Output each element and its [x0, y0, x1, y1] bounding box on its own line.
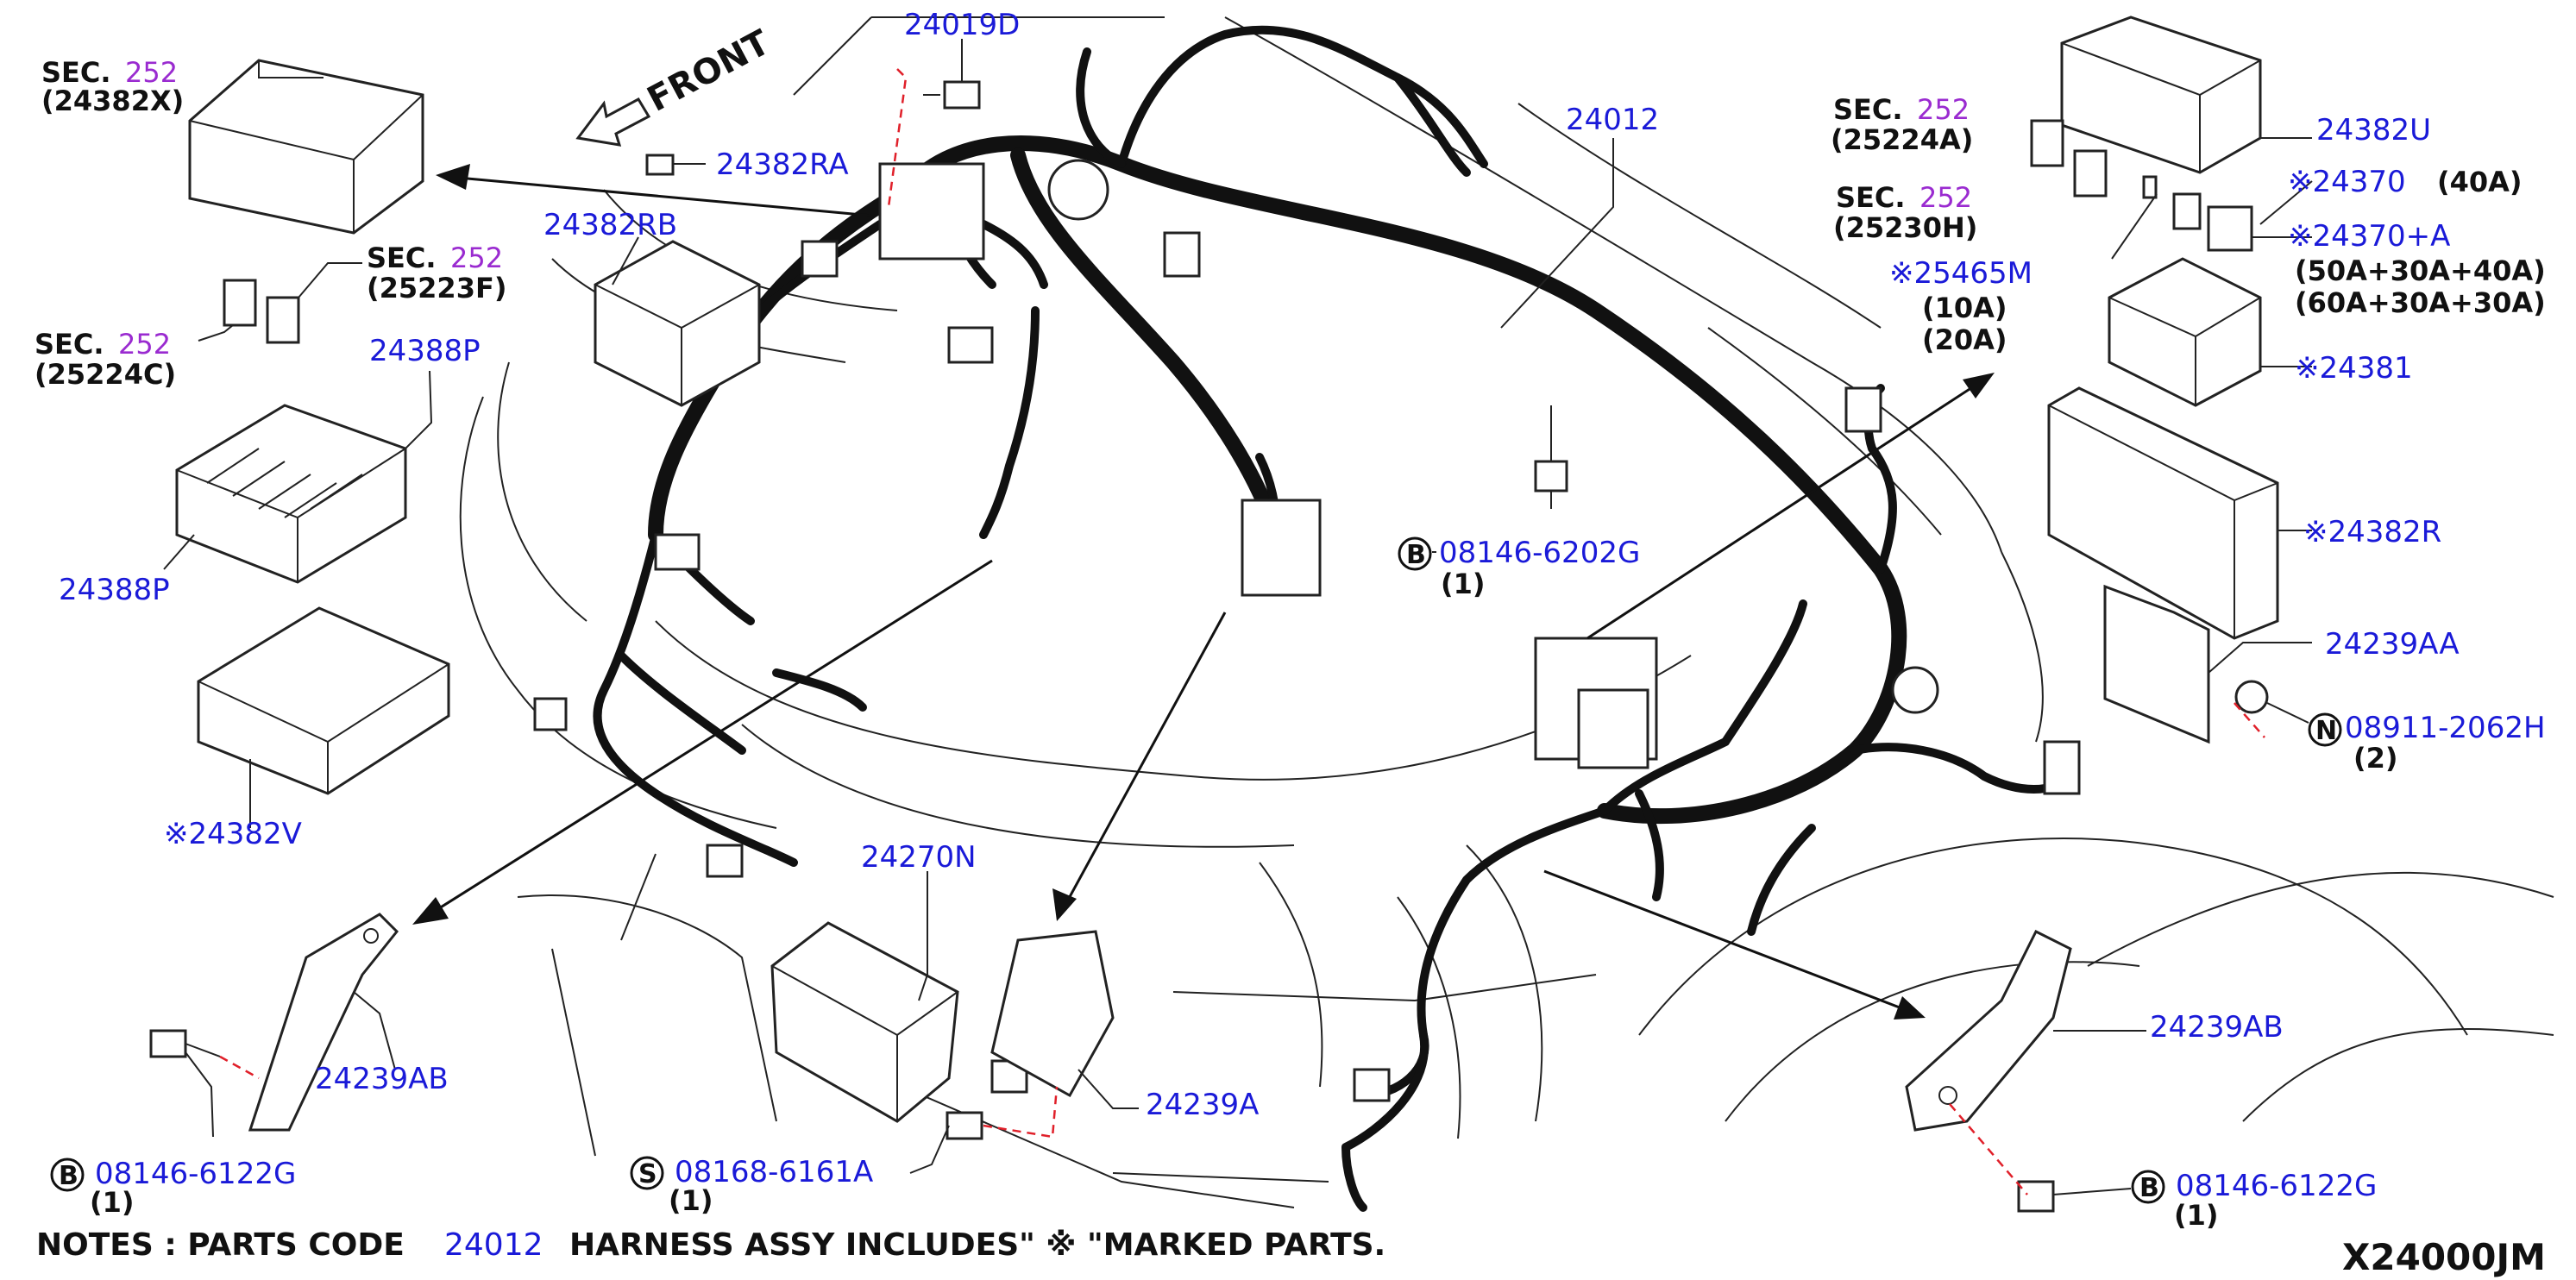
bracket-24239AB-left — [248, 913, 399, 1132]
label-24382RB: 24382RB — [543, 208, 677, 242]
sec-number-25230H: 252 — [1919, 181, 1972, 214]
label-24382RA: 24382RA — [716, 147, 849, 182]
label-08146-6202G: 08146-6202G — [1439, 536, 1640, 570]
amp-24370A-1: (50A+30A+40A) — [2295, 254, 2546, 287]
label-24239AB-left: 24239AB — [315, 1062, 449, 1096]
notes-parts-code: 24012 — [444, 1227, 543, 1263]
sec-label-25224A: SEC. — [1833, 93, 1903, 126]
label-24370A: ※24370+A — [2288, 219, 2450, 254]
circle-N-letter: N — [2315, 716, 2337, 746]
leader-lines — [163, 39, 2313, 1195]
fastener-line-left — [219, 1055, 260, 1080]
sec-ref-25224C: (25224C) — [35, 358, 176, 391]
label-24370: ※24370 — [2288, 165, 2406, 199]
label-24382V: ※24382V — [164, 817, 302, 851]
label-24388P-bottom: 24388P — [59, 573, 170, 607]
fastener-line-24019D — [887, 68, 908, 208]
label-24382U: 24382U — [2316, 113, 2431, 147]
bracket-24239AB-right — [1905, 929, 2072, 1132]
label-24270N: 24270N — [861, 840, 977, 875]
label-24239A: 24239A — [1146, 1088, 1259, 1122]
sec-number-25224C: 252 — [118, 328, 171, 361]
harness-connectors — [533, 159, 2081, 1102]
qty-08146-6122G-left: (1) — [90, 1186, 135, 1219]
qty-08146-6122G-right: (1) — [2174, 1199, 2219, 1232]
label-24382R: ※24382R — [2303, 515, 2441, 549]
qty-08168-6161A: (1) — [669, 1184, 713, 1217]
sec-label-25223F: SEC. — [367, 242, 437, 274]
clip-24382RA — [645, 154, 675, 176]
circle-B-letter-6202G: B — [1406, 540, 1426, 570]
label-24381: ※24381 — [2295, 351, 2413, 386]
label-24019D: 24019D — [904, 8, 1020, 42]
sec-label-25224C: SEC. — [35, 328, 104, 361]
circle-B-letter-6122G-left: B — [59, 1161, 79, 1191]
amp-25465M-1: (10A) — [1922, 292, 2007, 324]
sec-ref-25223F: (25223F) — [367, 272, 506, 304]
fuse-block-24381 — [2108, 257, 2262, 407]
circle-B-icon-6122G-left — [50, 1158, 85, 1192]
label-24239AB-right: 24239AB — [2150, 1010, 2284, 1045]
label-08911-2062H: 08911-2062H — [2345, 711, 2546, 745]
fuse-box-cover-24382U — [2060, 16, 2262, 174]
amp-25465M-2: (20A) — [1922, 323, 2007, 356]
sec-number-25223F: 252 — [450, 242, 503, 274]
label-25465M: ※25465M — [1889, 256, 2033, 291]
fastener-line-08911 — [2234, 702, 2265, 738]
amp-24370A-2: (60A+30A+30A) — [2295, 286, 2546, 319]
bracket-24382RB — [594, 240, 761, 407]
label-24239AA: 24239AA — [2325, 627, 2460, 662]
sec-ref-24382X: (24382X) — [41, 85, 184, 117]
label-08168-6161A: 08168-6161A — [675, 1155, 873, 1189]
circle-B-icon-6202G — [1398, 536, 1432, 571]
bolt-08146-6122G-left — [149, 1029, 221, 1058]
bolt-08146-6122G-right — [2017, 1180, 2055, 1213]
fastener-line-right — [1949, 1103, 2028, 1195]
label-24388P-top: 24388P — [369, 334, 481, 368]
bolt-08168-6161A — [946, 1111, 983, 1140]
qty-08911-2062H: (2) — [2353, 742, 2398, 775]
sec-number-25224A: 252 — [1917, 93, 1970, 126]
label-08146-6122G-right: 08146-6122G — [2176, 1169, 2377, 1203]
nut-08911-2062H — [2234, 680, 2269, 714]
notes-suffix: HARNESS ASSY INCLUDES" ※ "MARKED PARTS. — [569, 1227, 1385, 1263]
sec-ref-25230H: (25230H) — [1833, 211, 1977, 244]
label-08146-6122G-left: 08146-6122G — [95, 1157, 296, 1191]
front-direction-arrow — [575, 97, 651, 147]
label-24012: 24012 — [1566, 103, 1659, 137]
sec-label-24382X: SEC. — [41, 56, 111, 89]
diagram-code: X24000JM — [2342, 1236, 2546, 1278]
bolt-24019D — [923, 80, 981, 110]
sec-number-24382X: 252 — [125, 56, 178, 89]
circle-S-icon — [630, 1156, 664, 1190]
fastener-line-08168 — [983, 1086, 1059, 1139]
circle-B-letter-6122G-right: B — [2139, 1173, 2159, 1203]
fuse-24370 — [2142, 175, 2253, 252]
bracket-24239AA — [2103, 584, 2210, 744]
bracket-24382R — [2047, 386, 2279, 640]
sec-label-25230H: SEC. — [1836, 181, 1906, 214]
fuse-box-cover-24382X — [188, 59, 424, 235]
circle-B-icon-6122G-right — [2131, 1170, 2165, 1204]
bracket-24239A — [990, 930, 1115, 1098]
front-label: FRONT — [641, 22, 776, 120]
sec-ref-25224A: (25224A) — [1831, 123, 1973, 156]
cover-24270N — [770, 921, 959, 1123]
relay-25223F — [223, 279, 300, 344]
qty-08146-6202G: (1) — [1441, 568, 1486, 600]
bolt-08146-6202G — [1534, 405, 1568, 493]
relay-block-24388P — [175, 404, 407, 584]
tray-24382V — [197, 606, 450, 795]
circle-S-letter: S — [638, 1159, 657, 1189]
pointer-arrows — [412, 164, 1995, 1020]
relay-25224A — [2030, 119, 2108, 198]
circle-N-icon — [2308, 712, 2342, 747]
amp-24370: (40A) — [2437, 166, 2523, 198]
body-outline — [459, 16, 2554, 1208]
notes-prefix: NOTES : PARTS CODE — [36, 1227, 405, 1263]
